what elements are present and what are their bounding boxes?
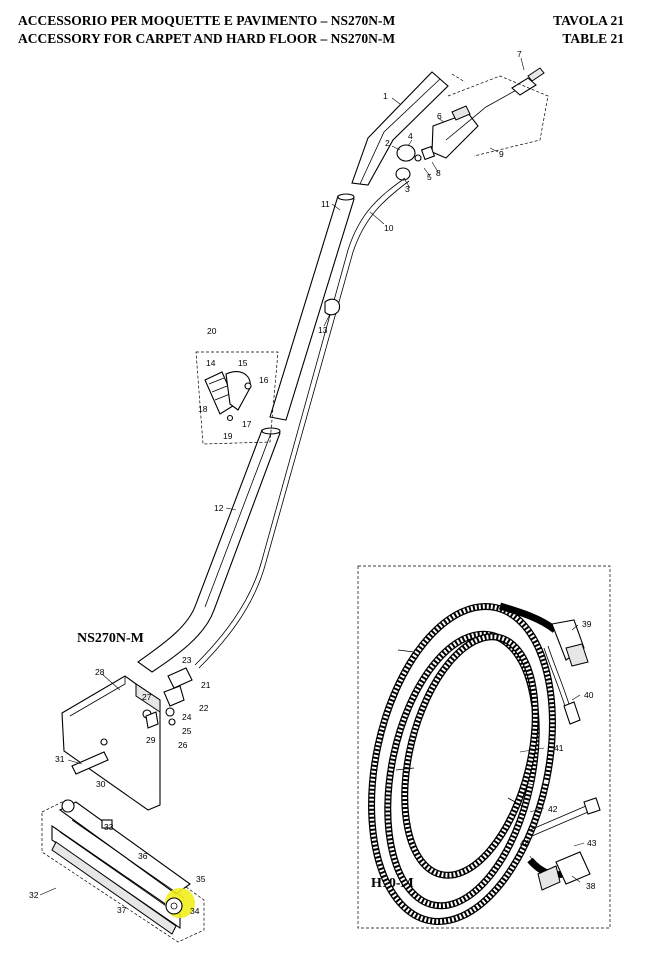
callout-33: 33: [104, 822, 114, 832]
model-label-wand: NS270N-M: [77, 631, 144, 646]
callout-22: 22: [199, 703, 209, 713]
callout-18: 18: [198, 404, 208, 414]
callout-7: 7: [517, 49, 522, 59]
part-10-spray-line: [194, 177, 406, 666]
callout-12: 12: [214, 503, 224, 513]
callout-21: 21: [201, 680, 211, 690]
spray-line-edge: [198, 180, 410, 669]
part-1-upper-bent-tube: [351, 71, 449, 186]
callout-20: 20: [207, 326, 217, 336]
callout-43: 43: [587, 838, 597, 848]
callout-40: 40: [584, 690, 594, 700]
callout-26: 26: [178, 740, 188, 750]
handle-detail-group: [195, 351, 279, 445]
callout-11: 11: [321, 199, 330, 209]
head-connector-parts: [145, 667, 193, 729]
part-34-wheel: [165, 897, 183, 915]
callout-35: 35: [196, 874, 206, 884]
table-number-italian: TAVOLA 21: [553, 13, 624, 28]
callout-8: 8: [436, 168, 441, 178]
callout-37: 37: [117, 905, 127, 915]
callout-32: 32: [29, 890, 39, 900]
leader-lines: [39, 57, 585, 896]
part-13-clip: [324, 298, 341, 316]
callout-25: 25: [182, 726, 192, 736]
valve-group: [395, 67, 549, 181]
floor-head-body: [61, 675, 161, 811]
callout-38: 38: [586, 881, 596, 891]
part-34-hub: [170, 902, 178, 910]
callout-4: 4: [408, 131, 413, 141]
callout-23: 23: [182, 655, 192, 665]
callout-10: 10: [384, 223, 394, 233]
callout-16: 16: [259, 375, 269, 385]
title-english: ACCESSORY FOR CARPET AND HARD FLOOR – NS…: [18, 31, 396, 46]
callout-1: 1: [383, 91, 388, 101]
callout-31: 31: [55, 754, 65, 764]
part-12-lower-bent-tube: [137, 427, 281, 673]
callout-24: 24: [182, 712, 192, 722]
callout-numbers: 1 2 3 4 5 6 7 8 9 10 11 12 13 14 15 16 1…: [29, 49, 597, 916]
callout-27: 27: [142, 692, 152, 702]
callout-29: 29: [146, 735, 156, 745]
table-number-english: TABLE 21: [562, 31, 624, 46]
callout-30: 30: [96, 779, 106, 789]
callout-5: 5: [427, 172, 432, 182]
title-italian: ACCESSORIO PER MOQUETTE E PAVIMENTO – NS…: [18, 13, 396, 28]
callout-15: 15: [238, 358, 248, 368]
callout-41: 41: [554, 743, 564, 753]
hose-detail-box: [357, 565, 611, 929]
callout-2: 2: [385, 138, 390, 148]
squeegee-head-group: [41, 799, 205, 943]
callout-34: 34: [190, 906, 200, 916]
callout-6: 6: [437, 111, 442, 121]
callout-14: 14: [206, 358, 216, 368]
callout-9: 9: [499, 149, 504, 159]
callout-36: 36: [138, 851, 148, 861]
callout-3: 3: [405, 184, 410, 194]
callout-17: 17: [242, 419, 252, 429]
callout-44: 44: [520, 838, 530, 848]
callout-42: 42: [548, 804, 558, 814]
callout-19: 19: [223, 431, 233, 441]
callout-39: 39: [582, 619, 592, 629]
callout-28: 28: [95, 667, 105, 677]
callout-13: 13: [318, 325, 328, 335]
centerline-dash: [451, 73, 466, 83]
part-11-middle-tube: [269, 193, 355, 421]
